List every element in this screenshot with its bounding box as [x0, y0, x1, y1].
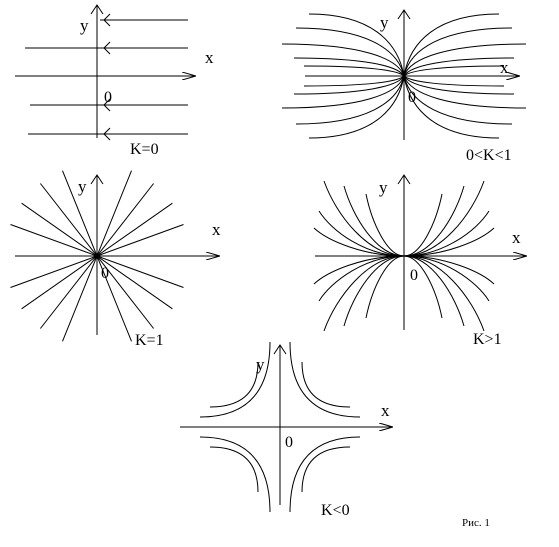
- k-greater-trajectory: [403, 210, 490, 257]
- k-zero-y-label: y: [80, 16, 89, 35]
- k-between-trajectory: [293, 75, 405, 95]
- k-negative-hyperbola: [289, 436, 361, 513]
- k-between-trajectory: [293, 57, 405, 77]
- k-greater-trajectory: [343, 255, 405, 327]
- k-negative-hyperbola: [209, 361, 259, 408]
- k-between-y-arrow: [397, 9, 411, 20]
- panel-k-one: x y 0 K=1: [10, 170, 221, 349]
- k-negative-hyperbolas: [199, 341, 361, 513]
- k-between-trajectory: [281, 75, 405, 109]
- k-between-trajectory: [403, 43, 527, 77]
- k-greater-trajectory: [403, 255, 485, 332]
- k-negative-hyperbola: [209, 446, 259, 493]
- k-one-caption: K=1: [135, 332, 164, 349]
- k-between-trajectory: [403, 75, 515, 95]
- k-greater-trajectory: [365, 255, 405, 319]
- k-between-trajectory: [403, 75, 505, 87]
- panel-k-greater: x y 0 K>1: [313, 174, 527, 348]
- k-greater-x-label: x: [512, 228, 521, 247]
- k-negative-hyperbola: [199, 436, 271, 513]
- k-greater-trajectory: [403, 193, 443, 257]
- k-greater-trajectory: [323, 255, 405, 332]
- k-greater-trajectory: [313, 227, 405, 257]
- k-between-trajectory: [403, 57, 515, 77]
- figure-caption: Рис. 1: [462, 517, 490, 529]
- k-greater-trajectory: [318, 210, 405, 257]
- k-one-y-arrow: [90, 174, 104, 185]
- k-between-trajectory: [403, 75, 500, 139]
- k-between-trajectory: [303, 65, 405, 77]
- k-negative-hyperbola: [301, 361, 351, 408]
- k-negative-y-label: y: [256, 355, 265, 374]
- k-between-trajectory: [403, 13, 500, 77]
- k-negative-hyperbola: [289, 341, 361, 418]
- k-between-trajectory: [303, 75, 405, 87]
- k-greater-trajectory: [403, 180, 485, 257]
- k-between-caption: 0<K<1: [466, 147, 512, 164]
- k-between-trajectory: [295, 75, 405, 125]
- k-negative-hyperbola: [199, 341, 271, 418]
- panel-k-between: x y 0 0<K<1: [281, 9, 527, 164]
- panel-k-zero: x y 0 K=0: [15, 4, 214, 158]
- k-greater-trajectory: [323, 180, 405, 257]
- k-greater-trajectory: [343, 185, 405, 257]
- k-between-trajectory: [281, 43, 405, 77]
- k-one-origin-label: 0: [101, 265, 109, 282]
- k-greater-caption: K>1: [473, 331, 502, 348]
- k-greater-trajectory: [403, 185, 465, 257]
- k-between-origin-label: 0: [408, 89, 416, 106]
- k-between-trajectory: [403, 27, 513, 77]
- k-zero-caption: K=0: [130, 141, 159, 158]
- k-between-trajectory: [308, 75, 405, 139]
- k-negative-origin-label: 0: [285, 434, 293, 451]
- k-zero-y-arrow: [90, 4, 104, 15]
- k-negative-caption: K<0: [321, 502, 350, 519]
- k-between-trajectory: [308, 13, 405, 77]
- panel-k-negative: x y 0 K<0: [180, 341, 393, 519]
- k-zero-horizontal-lines: [15, 13, 196, 141]
- k-greater-y-label: y: [379, 178, 388, 197]
- k-between-trajectory: [403, 65, 505, 77]
- k-greater-y-arrow: [397, 174, 411, 185]
- k-one-x-label: x: [212, 220, 221, 239]
- k-greater-trajectory: [318, 255, 405, 302]
- k-negative-y-arrow: [273, 344, 287, 355]
- k-one-y-label: y: [78, 177, 87, 196]
- k-greater-trajectory: [403, 255, 443, 319]
- k-greater-origin-label: 0: [410, 267, 418, 284]
- k-greater-trajectory: [403, 227, 495, 257]
- k-between-trajectory: [403, 75, 513, 125]
- k-zero-origin-label: 0: [104, 89, 112, 106]
- k-negative-x-label: x: [381, 401, 390, 420]
- k-between-x-label: x: [500, 58, 509, 77]
- k-greater-trajectory: [313, 255, 405, 285]
- k-between-curves: [281, 13, 527, 139]
- k-between-trajectory: [295, 27, 405, 77]
- k-negative-hyperbola: [301, 446, 351, 493]
- k-greater-trajectory: [365, 193, 405, 257]
- k-zero-x-label: x: [205, 48, 214, 67]
- k-greater-trajectory: [403, 255, 465, 327]
- k-between-trajectory: [403, 75, 527, 109]
- k-between-y-label: y: [380, 13, 389, 32]
